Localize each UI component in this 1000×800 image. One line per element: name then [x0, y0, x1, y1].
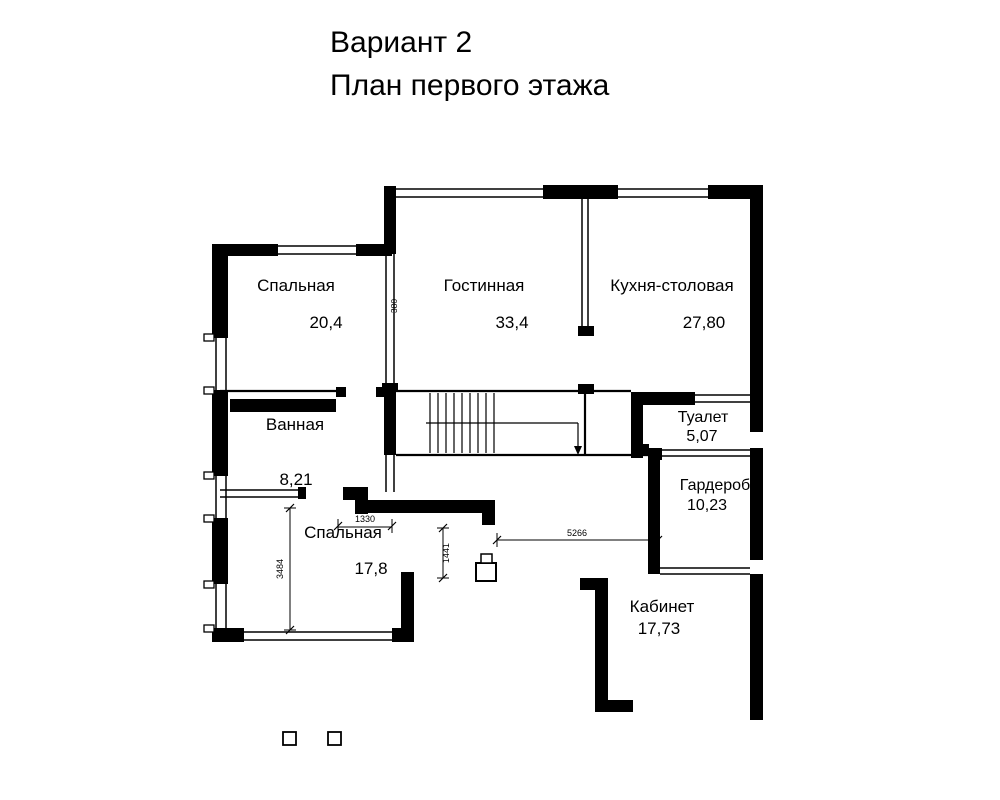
room-label-kitchen-dining: Кухня-столовая: [610, 276, 733, 295]
room-area-kitchen-dining: 27,80: [683, 313, 726, 332]
room-label-bedroom-1: Спальная: [257, 276, 335, 295]
dim-ticks: [285, 503, 663, 635]
room-label-living-room: Гостинная: [444, 276, 525, 295]
wc-fixture-body: [475, 562, 497, 582]
interior-wall-lines: [220, 389, 648, 457]
solid-wall-piers: [212, 185, 763, 720]
room-label-study: Кабинет: [630, 597, 695, 616]
room-label-bathroom: Ванная: [266, 415, 324, 434]
radiator-fixture: [230, 399, 336, 412]
wc-fixture-tank: [480, 553, 493, 564]
room-area-bathroom: 8,21: [279, 470, 312, 489]
room-area-wardrobe: 10,23: [687, 497, 727, 514]
room-label-toilet: Туалет: [678, 409, 729, 426]
room-label-bedroom-2: Спальная: [304, 523, 382, 542]
room-area-bedroom-1: 20,4: [309, 313, 342, 332]
room-labels: Спальная 20,4 Гостинная 33,4 Кухня-столо…: [257, 276, 750, 638]
window-sills: [203, 333, 215, 633]
room-label-wardrobe: Гардероб: [680, 477, 750, 494]
stairs: [426, 393, 582, 455]
stair-arrow-icon: [574, 446, 582, 455]
plan-title-line2: План первого этажа: [330, 69, 610, 102]
legend: [282, 731, 342, 746]
plan-title-line1: Вариант 2: [330, 26, 472, 59]
room-area-living-room: 33,4: [495, 313, 528, 332]
plan-title: Вариант 2 План первого этажа: [330, 26, 610, 102]
dim-label-5266: 5266: [567, 528, 587, 538]
dim-label-1441: 1441: [441, 543, 451, 563]
fixtures: [230, 399, 497, 582]
room-area-toilet: 5,07: [686, 428, 717, 445]
legend-square-1: [282, 731, 297, 746]
dimension-lines: 380 1330 1441 5266 3484: [275, 299, 663, 635]
dim-label-1330: 1330: [355, 514, 375, 524]
stair-direction-line: [426, 422, 579, 446]
legend-square-2: [327, 731, 342, 746]
room-area-bedroom-2: 17,8: [354, 559, 387, 578]
dim-label-380: 380: [389, 299, 399, 313]
dim-label-3484: 3484: [275, 559, 285, 579]
room-area-study: 17,73: [638, 619, 681, 638]
